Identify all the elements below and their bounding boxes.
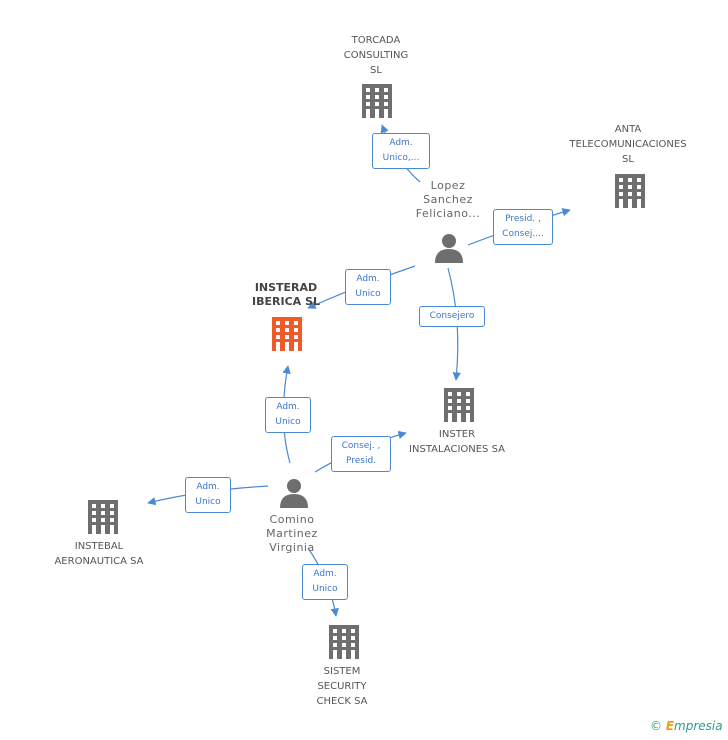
edge-label-lopez-inster[interactable]: Consejero — [419, 306, 485, 327]
label-line: Sanchez — [423, 193, 473, 206]
node-label-comino[interactable]: Comino Martinez Virginia — [266, 513, 318, 555]
person-icon-lopez — [435, 234, 463, 263]
label-line: IBERICA SL — [252, 295, 320, 308]
edge-label-lopez-torcada[interactable]: Adm. Unico,... — [372, 133, 430, 169]
node-label-insterad[interactable]: INSTERAD IBERICA SL — [252, 281, 320, 309]
node-label-sistem[interactable]: SISTEM SECURITY CHECK SA — [317, 664, 368, 709]
edge-label-line: Unico — [312, 584, 338, 594]
label-line: CONSULTING — [343, 50, 409, 61]
edge-label-comino-insterad[interactable]: Adm. Unico — [265, 397, 311, 433]
edge-label-lopez-anta[interactable]: Presid. , Consej.... — [493, 209, 553, 245]
building-icon-anta — [615, 174, 645, 208]
edge-label-line: Consejero — [429, 311, 475, 321]
edge-label-comino-inster[interactable]: Consej. , Presid. — [331, 436, 391, 472]
edge-label-line: Unico — [275, 417, 301, 427]
person-icon-comino — [280, 479, 308, 508]
edge-label-line: Unico,... — [382, 153, 420, 163]
building-icon-sistem — [329, 625, 359, 659]
empresia-credit[interactable]: © Empresia — [650, 719, 723, 733]
node-label-torcada[interactable]: TORCADA CONSULTING SL — [344, 33, 408, 78]
label-line: INSTERAD — [254, 281, 318, 294]
edge-label-line: Consej.... — [502, 229, 544, 239]
label-line: AERONAUTICA SA — [54, 556, 144, 567]
edge-label-line: Adm. — [313, 569, 337, 579]
label-line: Virginia — [269, 541, 315, 554]
node-label-anta[interactable]: ANTA TELECOMUNICACIONES SL — [569, 122, 686, 167]
label-line: Martinez — [266, 527, 318, 540]
empresia-logo-letter: E — [665, 719, 675, 733]
node-label-inster[interactable]: INSTER INSTALACIONES SA — [409, 427, 505, 457]
edge-label-line: Presid. , — [505, 214, 541, 224]
label-line: CHECK SA — [316, 696, 368, 707]
edge-label-line: Adm. — [389, 138, 413, 148]
edge-label-comino-sistem[interactable]: Adm. Unico — [302, 564, 348, 600]
edge-label-line: Presid. — [345, 456, 377, 466]
edge-label-comino-instebal[interactable]: Adm. Unico — [185, 477, 231, 513]
label-line: INSTER — [438, 429, 476, 440]
edge-label-line: Adm. — [196, 482, 220, 492]
copyright-icon: © — [650, 719, 662, 733]
edge-label-line: Adm. — [356, 274, 380, 284]
building-icon-insterad — [272, 317, 302, 351]
edge-label-lopez-insterad[interactable]: Adm. Unico — [345, 269, 391, 305]
label-line: INSTEBAL — [74, 541, 124, 552]
label-line: Comino — [269, 513, 315, 526]
edge-label-line: Adm. — [276, 402, 300, 412]
edge-label-line: Unico — [195, 497, 221, 507]
empresia-logo-text: mpresia — [674, 719, 723, 733]
building-icon-instebal — [88, 500, 118, 534]
label-line: Feliciano... — [415, 207, 481, 220]
building-icon-inster — [444, 388, 474, 422]
edge-label-line: Unico — [355, 289, 381, 299]
node-label-instebal[interactable]: INSTEBAL AERONAUTICA SA — [54, 539, 143, 569]
edge-label-line: Consej. , — [341, 441, 381, 451]
label-line: SL — [370, 65, 382, 76]
label-line: Lopez — [430, 179, 466, 192]
node-label-lopez[interactable]: Lopez Sanchez Feliciano... — [416, 179, 480, 221]
label-line: ANTA — [614, 124, 642, 135]
label-line: INSTALACIONES SA — [409, 444, 505, 455]
label-line: SL — [622, 154, 634, 165]
label-line: SECURITY — [317, 681, 367, 692]
label-line: TORCADA — [351, 35, 401, 46]
label-line: SISTEM — [323, 666, 361, 677]
building-icon-torcada — [362, 84, 392, 118]
label-line: TELECOMUNICACIONES — [569, 139, 687, 150]
